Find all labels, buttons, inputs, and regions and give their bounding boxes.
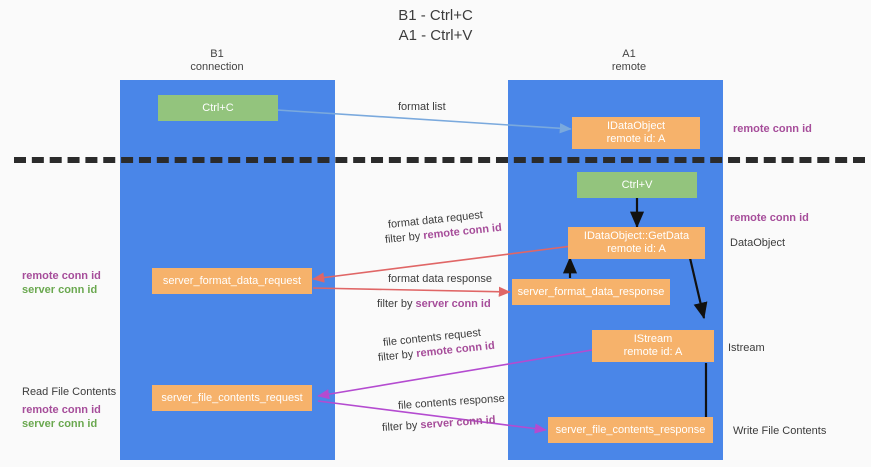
node-idataobject-getdata-line-1: IDataObject::GetData <box>583 230 690 242</box>
edge-label-format-data-response: format data response <box>388 273 492 285</box>
node-ctrl-c-label: Ctrl+C <box>202 101 234 114</box>
annotation-left-read-file-contents: Read File Contents <box>22 386 117 398</box>
node-server-format-data-request[interactable]: server_format_data_request <box>152 268 312 294</box>
node-idataobject-line-2: remote id: A <box>606 133 666 145</box>
node-server-format-data-request-label: server_format_data_request <box>162 274 302 287</box>
annotation-left-remote-conn-id-mid: remote conn id <box>22 270 101 282</box>
title-line-1: B1 - Ctrl+C <box>398 7 473 24</box>
node-istream-line-1: IStream <box>633 333 673 345</box>
phase-divider <box>14 157 865 163</box>
annotation-right-istream: Istream <box>728 342 765 354</box>
node-ctrl-v-label: Ctrl+V <box>621 178 653 191</box>
title-line-2: A1 - Ctrl+V <box>398 27 473 44</box>
arrow-getdata-istream <box>688 257 708 320</box>
arrow-file-contents-request <box>317 349 593 400</box>
diagram-title: B1 - Ctrl+C A1 - Ctrl+V <box>0 6 871 46</box>
annotation-right-write-file-contents: Write File Contents <box>733 425 827 437</box>
node-istream[interactable]: IStream remote id: A <box>592 330 714 362</box>
node-server-file-contents-response[interactable]: server_file_contents_response <box>548 417 713 443</box>
column-header-a1-name: A1 <box>622 48 636 60</box>
node-ctrl-c[interactable]: Ctrl+C <box>158 95 278 121</box>
node-idataobject[interactable]: IDataObject remote id: A <box>572 117 700 149</box>
node-server-format-data-response-label: server_format_data_response <box>517 285 665 298</box>
node-idataobject-getdata-line-2: remote id: A <box>607 243 666 255</box>
column-header-b1-sub: connection <box>190 61 244 73</box>
node-server-file-contents-request[interactable]: server_file_contents_request <box>152 385 312 411</box>
column-header-a1-sub: remote <box>611 61 647 73</box>
arrow-file-contents-response <box>317 400 547 434</box>
column-header-a1: A1 remote <box>560 48 698 74</box>
node-server-file-contents-request-label: server_file_contents_request <box>161 391 303 404</box>
edge-label-format-data-response-filter: filter by server conn id <box>377 298 491 310</box>
annotation-right-remote-conn-id-mid: remote conn id <box>730 212 809 224</box>
column-header-b1: B1 connection <box>148 48 286 74</box>
node-ctrl-v[interactable]: Ctrl+V <box>577 172 697 198</box>
node-server-file-contents-response-label: server_file_contents_response <box>555 423 706 436</box>
node-istream-line-2: remote id: A <box>623 346 683 358</box>
annotation-left-remote-conn-id-bottom: remote conn id <box>22 404 101 416</box>
annotation-right-dataobject: DataObject <box>730 237 786 249</box>
edge-label-format-data-response-filter-prefix: filter by <box>377 298 416 310</box>
edge-label-format-data-response-filter-key: server conn id <box>415 298 491 310</box>
column-header-b1-name: B1 <box>210 48 224 60</box>
annotation-left-server-conn-id-bottom: server conn id <box>22 418 98 430</box>
node-server-format-data-response[interactable]: server_format_data_response <box>512 279 670 305</box>
annotation-left-server-conn-id-mid: server conn id <box>22 284 98 296</box>
arrow-format-list <box>276 109 572 134</box>
arrow-format-data-request <box>312 245 573 283</box>
arrow-format-data-response <box>312 286 511 297</box>
node-idataobject-getdata[interactable]: IDataObject::GetData remote id: A <box>568 227 705 259</box>
edge-label-format-list: format list <box>398 101 446 113</box>
annotation-right-remote-conn-id-top: remote conn id <box>733 123 812 135</box>
node-idataobject-line-1: IDataObject <box>606 120 666 132</box>
